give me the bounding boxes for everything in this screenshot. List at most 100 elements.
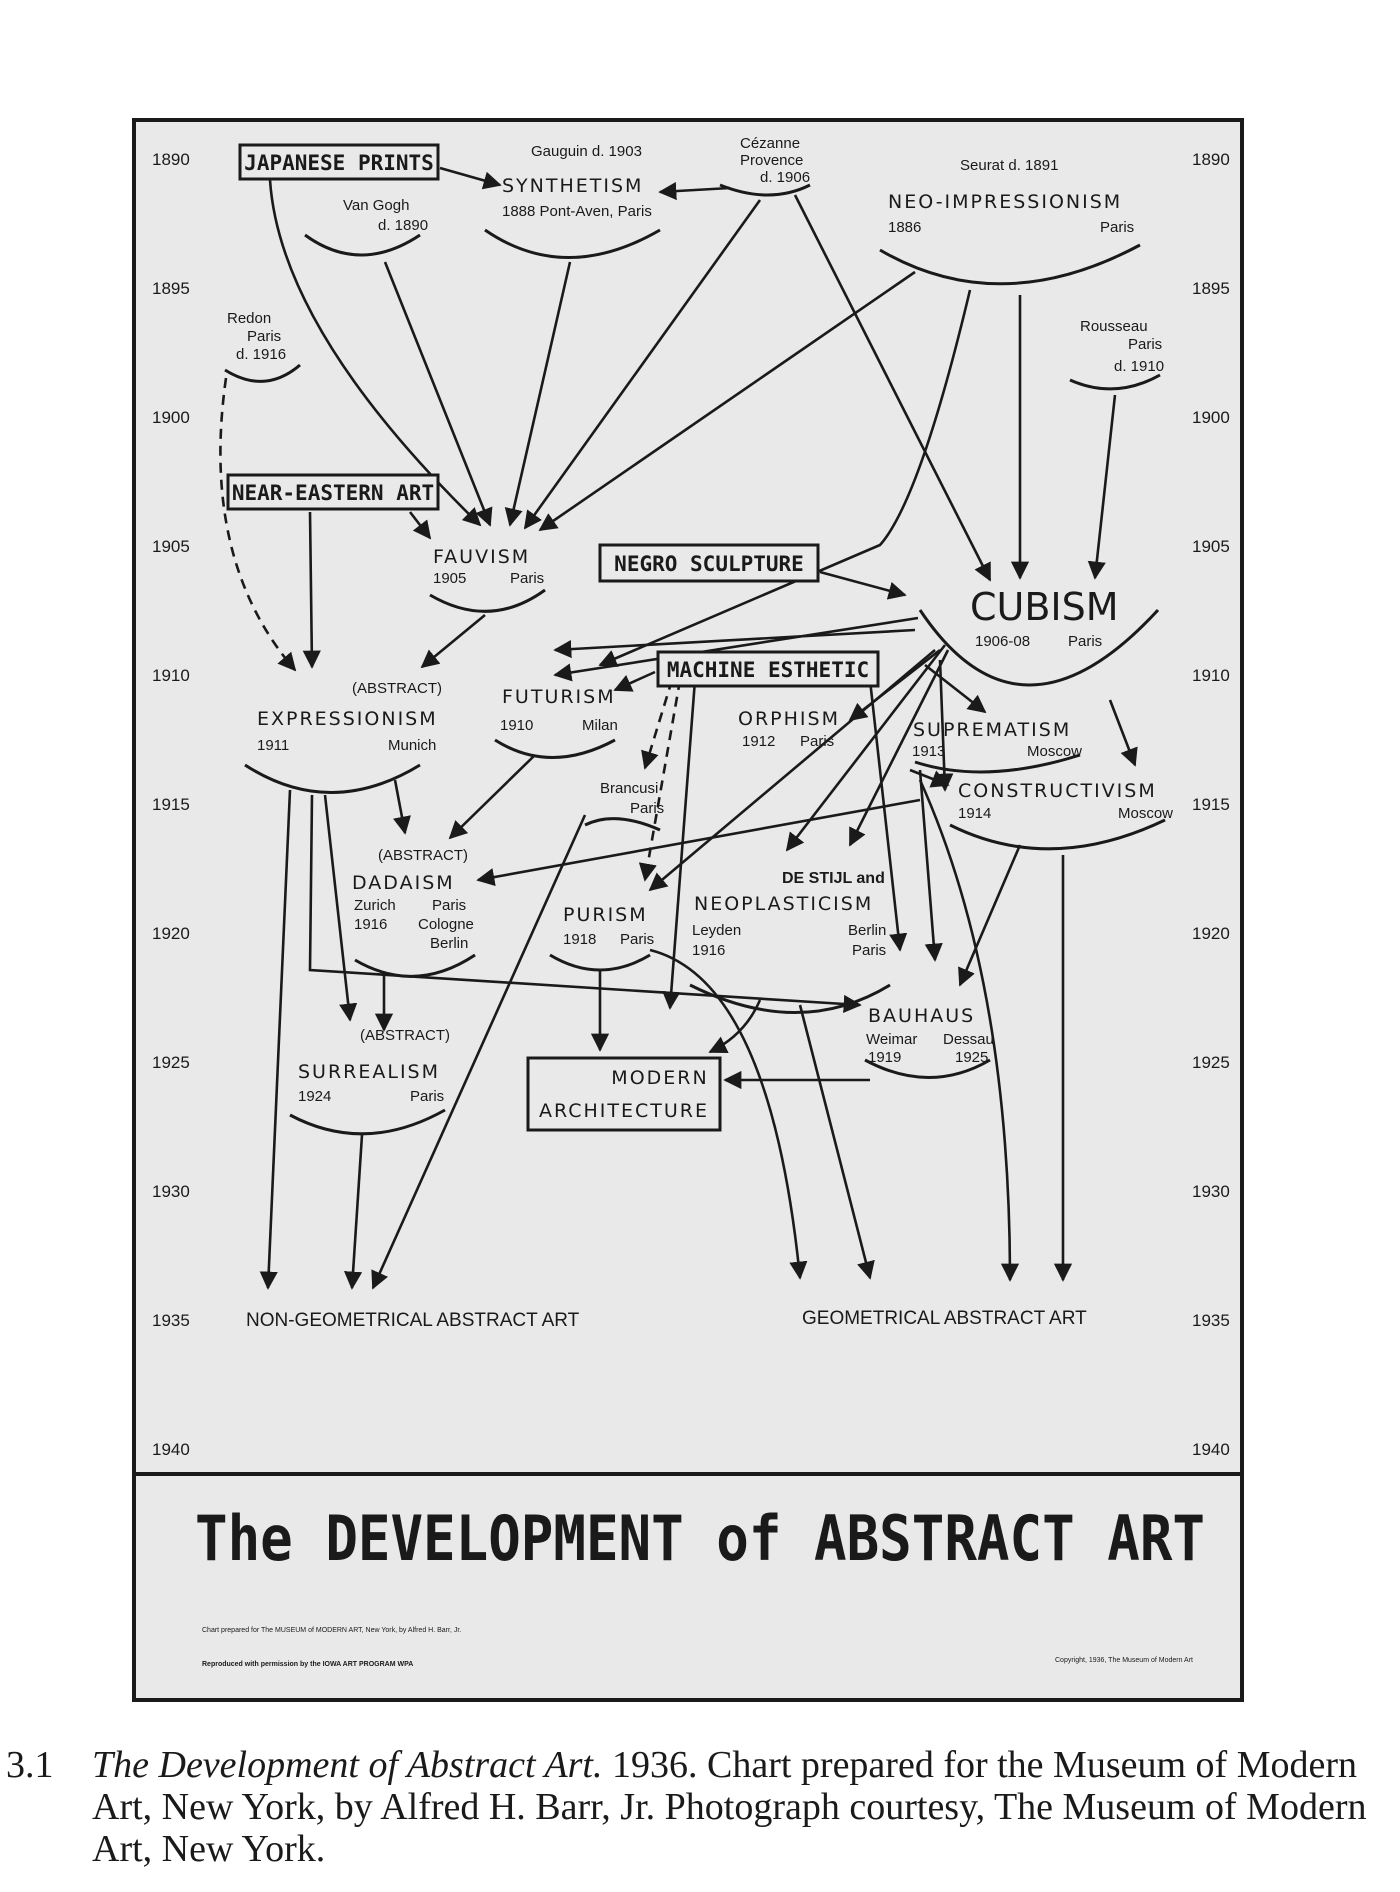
label-suprematism-city: Moscow <box>1027 743 1082 760</box>
line-cubism-destijl <box>785 644 947 852</box>
box-modern-architecture-line2: ARCHITECTURE <box>539 1100 709 1122</box>
caption-body: 1936. Chart prepared for the Museum of M… <box>92 1744 1367 1870</box>
line-cubism-futurism <box>553 616 919 682</box>
label-redon-2: Paris <box>247 328 281 345</box>
credit-prepared: Chart prepared for The MUSEUM of MODERN … <box>202 1627 461 1634</box>
year-right-1900: 1900 <box>1192 408 1230 427</box>
year-right-1915: 1915 <box>1192 795 1230 814</box>
line-expressionism-nongeo <box>259 789 292 1290</box>
year-left-1920: 1920 <box>152 924 190 943</box>
line-redon-expressionism <box>219 377 297 672</box>
caption-text-block: The Development of Abstract Art. 1936. C… <box>92 1744 1392 1870</box>
arc-vangogh <box>304 233 421 257</box>
line-cubism-purism <box>648 649 936 892</box>
line-expressionism-surrealism <box>323 794 358 1022</box>
year-left-1930: 1930 <box>152 1182 190 1201</box>
label-rousseau-1: Rousseau <box>1080 318 1148 335</box>
line-negro-cubism <box>819 570 907 600</box>
label-cubism-city: Paris <box>1068 633 1102 650</box>
arc-redon <box>224 363 301 383</box>
label-synthetism-sub: 1888 Pont-Aven, Paris <box>502 203 652 220</box>
label-cezanne-2: Provence <box>740 152 803 169</box>
label-cubism-year: 1906-08 <box>975 633 1030 650</box>
year-right-1890: 1890 <box>1192 150 1230 169</box>
label-gauguin: Gauguin d. 1903 <box>531 143 642 160</box>
year-right-1920: 1920 <box>1192 924 1230 943</box>
caption-title: The Development of Abstract Art. <box>92 1744 603 1786</box>
label-dadaism-cities-1: Zurich <box>354 897 396 914</box>
credit-reproduced: Reproduced with permission by the IOWA A… <box>202 1661 413 1668</box>
line-cezanne-synthetism <box>658 181 731 201</box>
label-destijl-year: 1916 <box>692 942 725 959</box>
line-cubism-suprematism <box>924 663 987 714</box>
line-neo-fauvism <box>538 270 916 532</box>
label-dadaism-cities-2: Paris <box>432 897 466 914</box>
line-vangogh-fauvism <box>383 261 493 527</box>
arc-expressionism <box>244 763 421 794</box>
label-expressionism: EXPRESSIONISM <box>257 708 438 730</box>
year-left-1910: 1910 <box>152 666 190 685</box>
year-left-1905: 1905 <box>152 537 190 556</box>
line-cubism-constructivism-3 <box>909 768 950 788</box>
year-left-1940: 1940 <box>152 1440 190 1459</box>
year-right-1930: 1930 <box>1192 1182 1230 1201</box>
label-vangogh-1: Van Gogh <box>343 197 409 214</box>
label-redon-3: d. 1916 <box>236 346 286 363</box>
label-futurism-year: 1910 <box>500 717 533 734</box>
label-futurism-city: Milan <box>582 717 618 734</box>
line-machine-futurism <box>613 670 656 692</box>
year-left-1915: 1915 <box>152 795 190 814</box>
line-surrealism-nongeo <box>343 1134 364 1290</box>
label-orphism-city: Paris <box>800 733 834 750</box>
line-expressionism-dadaism <box>393 779 411 835</box>
label-dadaism-pre: (ABSTRACT) <box>378 847 468 864</box>
label-dadaism: DADAISM <box>352 872 455 894</box>
arc-rousseau <box>1069 373 1161 391</box>
label-expressionism-year: 1911 <box>257 737 289 754</box>
label-dadaism-year: 1916 <box>354 916 387 933</box>
label-purism: PURISM <box>563 904 648 926</box>
line-cubism-constructivism-2 <box>935 659 954 792</box>
label-cezanne-3: d. 1906 <box>760 169 810 186</box>
label-constructivism-city: Moscow <box>1118 805 1173 822</box>
label-destijl-city-3: Paris <box>852 942 886 959</box>
year-left-1900: 1900 <box>152 408 190 427</box>
year-left-1925: 1925 <box>152 1053 190 1072</box>
line-neo-futurism <box>598 289 972 667</box>
line-constructivism-bauhaus <box>958 844 1022 987</box>
label-constructivism-year: 1914 <box>958 805 991 822</box>
arc-purism <box>549 953 651 972</box>
label-vangogh-2: d. 1890 <box>378 217 428 234</box>
line-machine-bauhaus <box>868 679 908 952</box>
arc-suprematism <box>914 753 1081 774</box>
box-japanese-prints: JAPANESE PRINTS <box>244 151 434 175</box>
line-synthetism-fauvism <box>504 261 572 527</box>
movement-labels: Gauguin d. 1903 SYNTHETISM 1888 Pont-Ave… <box>227 135 1173 1105</box>
box-machine-esthetic: MACHINE ESTHETIC <box>667 658 869 682</box>
line-cubism-dadaism <box>476 798 921 887</box>
label-synthetism: SYNTHETISM <box>502 175 643 197</box>
label-bauhaus: BAUHAUS <box>868 1005 975 1027</box>
title-divider <box>136 1472 1240 1476</box>
label-redon-1: Redon <box>227 310 271 327</box>
line-neareastern-expressionism <box>302 511 321 669</box>
arc-fauvism <box>429 588 546 613</box>
line-rousseau-cubism <box>1087 394 1117 580</box>
label-purism-year: 1918 <box>563 931 596 948</box>
year-axis: 1890189519001905191019151920192519301935… <box>152 150 1230 1459</box>
label-purism-city: Paris <box>620 931 654 948</box>
label-brancusi-1: Brancusi <box>600 780 658 797</box>
label-destijl-1: DE STIJL and <box>782 870 885 887</box>
label-brancusi-2: Paris <box>630 800 664 817</box>
line-purism-geo <box>649 948 808 1280</box>
label-destijl-city-1: Leyden <box>692 922 741 939</box>
arc-cubism <box>918 608 1160 687</box>
arc-synthetism <box>484 228 661 259</box>
line-brancusi-nongeo <box>371 814 587 1290</box>
label-constructivism: CONSTRUCTIVISM <box>958 780 1157 802</box>
label-futurism: FUTURISM <box>502 686 616 708</box>
line-fauvism-expressionism <box>420 613 486 669</box>
box-negro-sculpture: NEGRO SCULPTURE <box>614 552 804 576</box>
credit-copyright: Copyright, 1936, The Museum of Modern Ar… <box>1055 1657 1193 1664</box>
line-japanese-synthetism <box>439 166 502 190</box>
